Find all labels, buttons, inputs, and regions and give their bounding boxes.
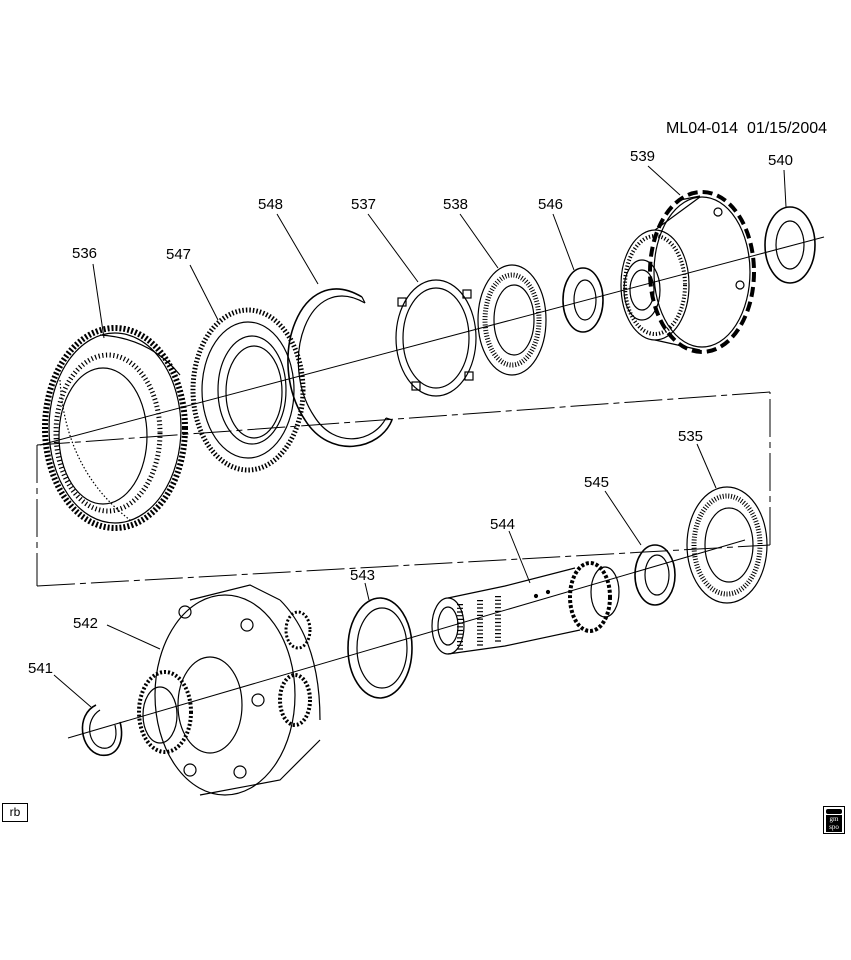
part-544-output-shaft: [431, 561, 620, 655]
part-547-thrust-plate: [190, 307, 306, 473]
part-536-ring-gear: [42, 325, 188, 531]
drawing-id: ML04-014 01/15/2004: [666, 120, 827, 138]
callout-538: 538: [443, 196, 468, 213]
axis-line-upper: [39, 236, 825, 446]
part-543-thrust-washer: [347, 597, 413, 699]
connector-frame: [36, 391, 771, 587]
drawing-number: ML04-014: [666, 120, 739, 137]
part-540-thrust-washer: [764, 206, 816, 284]
part-538-needle-bearing: [477, 264, 547, 376]
part-546-thrust-washer: [562, 267, 604, 333]
callout-numbers: 536 547 548 537 538 546 539 540 535 545 …: [28, 148, 793, 677]
corner-mark-rb: rb: [2, 803, 28, 822]
callout-539: 539: [630, 148, 655, 165]
callout-543: 543: [350, 567, 375, 584]
leader-lines: [53, 165, 787, 708]
callout-540: 540: [768, 152, 793, 169]
callout-546: 546: [538, 196, 563, 213]
callout-548: 548: [258, 196, 283, 213]
callout-547: 547: [166, 246, 191, 263]
callout-535: 535: [678, 428, 703, 445]
callout-542: 542: [73, 615, 98, 632]
part-537-tabbed-washer: [395, 279, 477, 397]
callout-545: 545: [584, 474, 609, 491]
part-535-needle-bearing: [686, 486, 768, 604]
part-548-snap-ring: [287, 288, 393, 448]
part-542-planetary-carrier: [137, 584, 321, 796]
callout-536: 536: [72, 245, 97, 262]
drawing-date: 01/15/2004: [746, 120, 828, 137]
callout-541: 541: [28, 660, 53, 677]
callout-544: 544: [490, 516, 515, 533]
part-541-retaining-ring: [81, 704, 123, 756]
callout-537: 537: [351, 196, 376, 213]
part-545-thrust-washer: [634, 544, 676, 606]
part-539-sun-gear-carrier: [620, 190, 756, 354]
